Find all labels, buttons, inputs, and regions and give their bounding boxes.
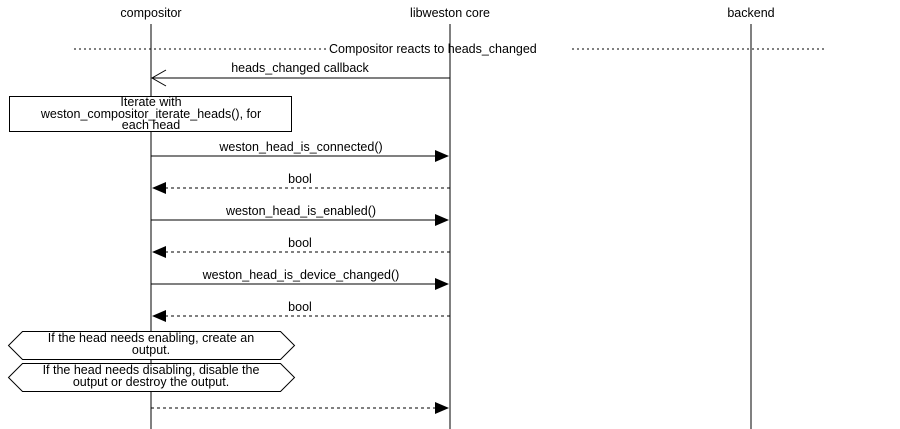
- note-line-1: Iterate with: [120, 95, 181, 109]
- note-iterate-heads: Iterate with weston_compositor_iterate_h…: [9, 95, 292, 132]
- arrowhead-filled-icon: [152, 310, 166, 322]
- message-label-bool-enabled: bool: [288, 236, 312, 250]
- arrowhead-filled-icon: [435, 214, 449, 226]
- message-label-weston-head-is-enabled: weston_head_is_enabled(): [225, 204, 376, 218]
- message-bool-device-changed: bool: [152, 300, 450, 322]
- fragment-enable-head: If the head needs enabling, create an ou…: [7, 331, 296, 360]
- fragment-hexagon-disable-head: [7, 363, 296, 392]
- fragment-disable-head: If the head needs disabling, disable the…: [7, 363, 296, 392]
- lifeline-group-libweston-core: libweston core: [410, 6, 490, 429]
- lifeline-label-libweston-core: libweston core: [410, 6, 490, 20]
- arrowhead-filled-icon: [152, 182, 166, 194]
- divider-label: Compositor reacts to heads_changed: [329, 42, 537, 56]
- lifeline-label-compositor: compositor: [120, 6, 181, 20]
- arrowhead-open-icon: [150, 69, 167, 87]
- arrowhead-filled-icon: [435, 150, 449, 162]
- message-final-unlabeled: [151, 402, 449, 414]
- message-label-bool-device-changed: bool: [288, 300, 312, 314]
- message-weston-head-is-enabled: weston_head_is_enabled(): [151, 204, 449, 226]
- message-label-weston-head-is-connected: weston_head_is_connected(): [218, 140, 382, 154]
- message-bool-connected: bool: [152, 172, 450, 194]
- fragment-line-2: output.: [132, 343, 170, 357]
- arrowhead-filled-icon: [435, 402, 449, 414]
- message-weston-head-is-device-changed: weston_head_is_device_changed(): [151, 268, 449, 290]
- lifeline-group-compositor: compositor: [120, 6, 182, 429]
- message-heads-changed-callback: heads_changed callback: [150, 61, 450, 87]
- note-line-2: weston_compositor_iterate_heads(), for: [40, 107, 261, 121]
- arrowhead-filled-icon: [152, 246, 166, 258]
- fragment-hexagon-enable-head: [7, 331, 296, 360]
- message-label-heads-changed-callback: heads_changed callback: [231, 61, 369, 75]
- message-bool-enabled: bool: [152, 236, 450, 258]
- note-box-iterate-heads: [9, 96, 292, 132]
- arrowhead-filled-icon: [435, 278, 449, 290]
- lifeline-group-backend: backend: [727, 6, 775, 429]
- message-weston-head-is-connected: weston_head_is_connected(): [151, 140, 449, 162]
- message-label-bool-connected: bool: [288, 172, 312, 186]
- message-label-weston-head-is-device-changed: weston_head_is_device_changed(): [202, 268, 400, 282]
- fragment-line-2: output or destroy the output.: [73, 375, 229, 389]
- lifeline-label-backend: backend: [727, 6, 774, 20]
- divider-separator: Compositor reacts to heads_changed: [74, 42, 826, 56]
- fragment-line-1: If the head needs enabling, create an: [48, 331, 254, 345]
- note-line-3: each head: [122, 118, 180, 132]
- fragment-line-1: If the head needs disabling, disable the: [43, 363, 260, 377]
